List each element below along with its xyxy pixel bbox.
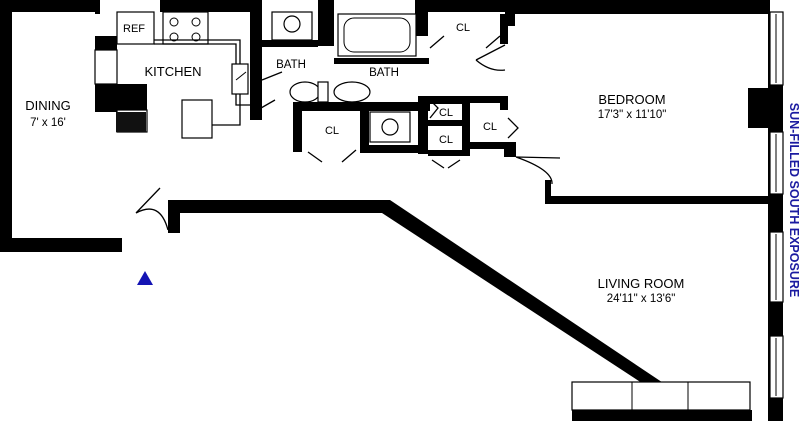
bath-fixtures [271, 11, 417, 143]
dining-dims: 7' x 16' [30, 117, 66, 129]
built-in-cabinet [571, 381, 752, 421]
bath1-label: BATH [276, 59, 306, 71]
living-room-dims: 24'11" x 13'6" [607, 293, 676, 305]
closet-label-2: CL [325, 125, 339, 137]
windows [769, 11, 784, 399]
bedroom-dims: 17'3" x 11'10" [598, 109, 667, 121]
living-room-label: LIVING ROOM [598, 276, 685, 291]
closet-label-3: CL [439, 107, 453, 119]
closet-label-4: CL [439, 134, 453, 146]
closet-label-1: CL [456, 22, 470, 34]
exposure-label: SUN-FILLED SOUTH EXPOSURE [787, 103, 800, 297]
exterior-walls [0, 0, 783, 421]
dining-label: DINING [25, 98, 71, 113]
closet-label-5: CL [483, 121, 497, 133]
bath2-label: BATH [369, 67, 399, 79]
bedroom-label: BEDROOM [598, 92, 665, 107]
entry-triangle-icon [137, 271, 153, 285]
doors [116, 35, 561, 231]
kitchen-label: KITCHEN [144, 64, 201, 79]
ref-label: REF [123, 23, 145, 35]
